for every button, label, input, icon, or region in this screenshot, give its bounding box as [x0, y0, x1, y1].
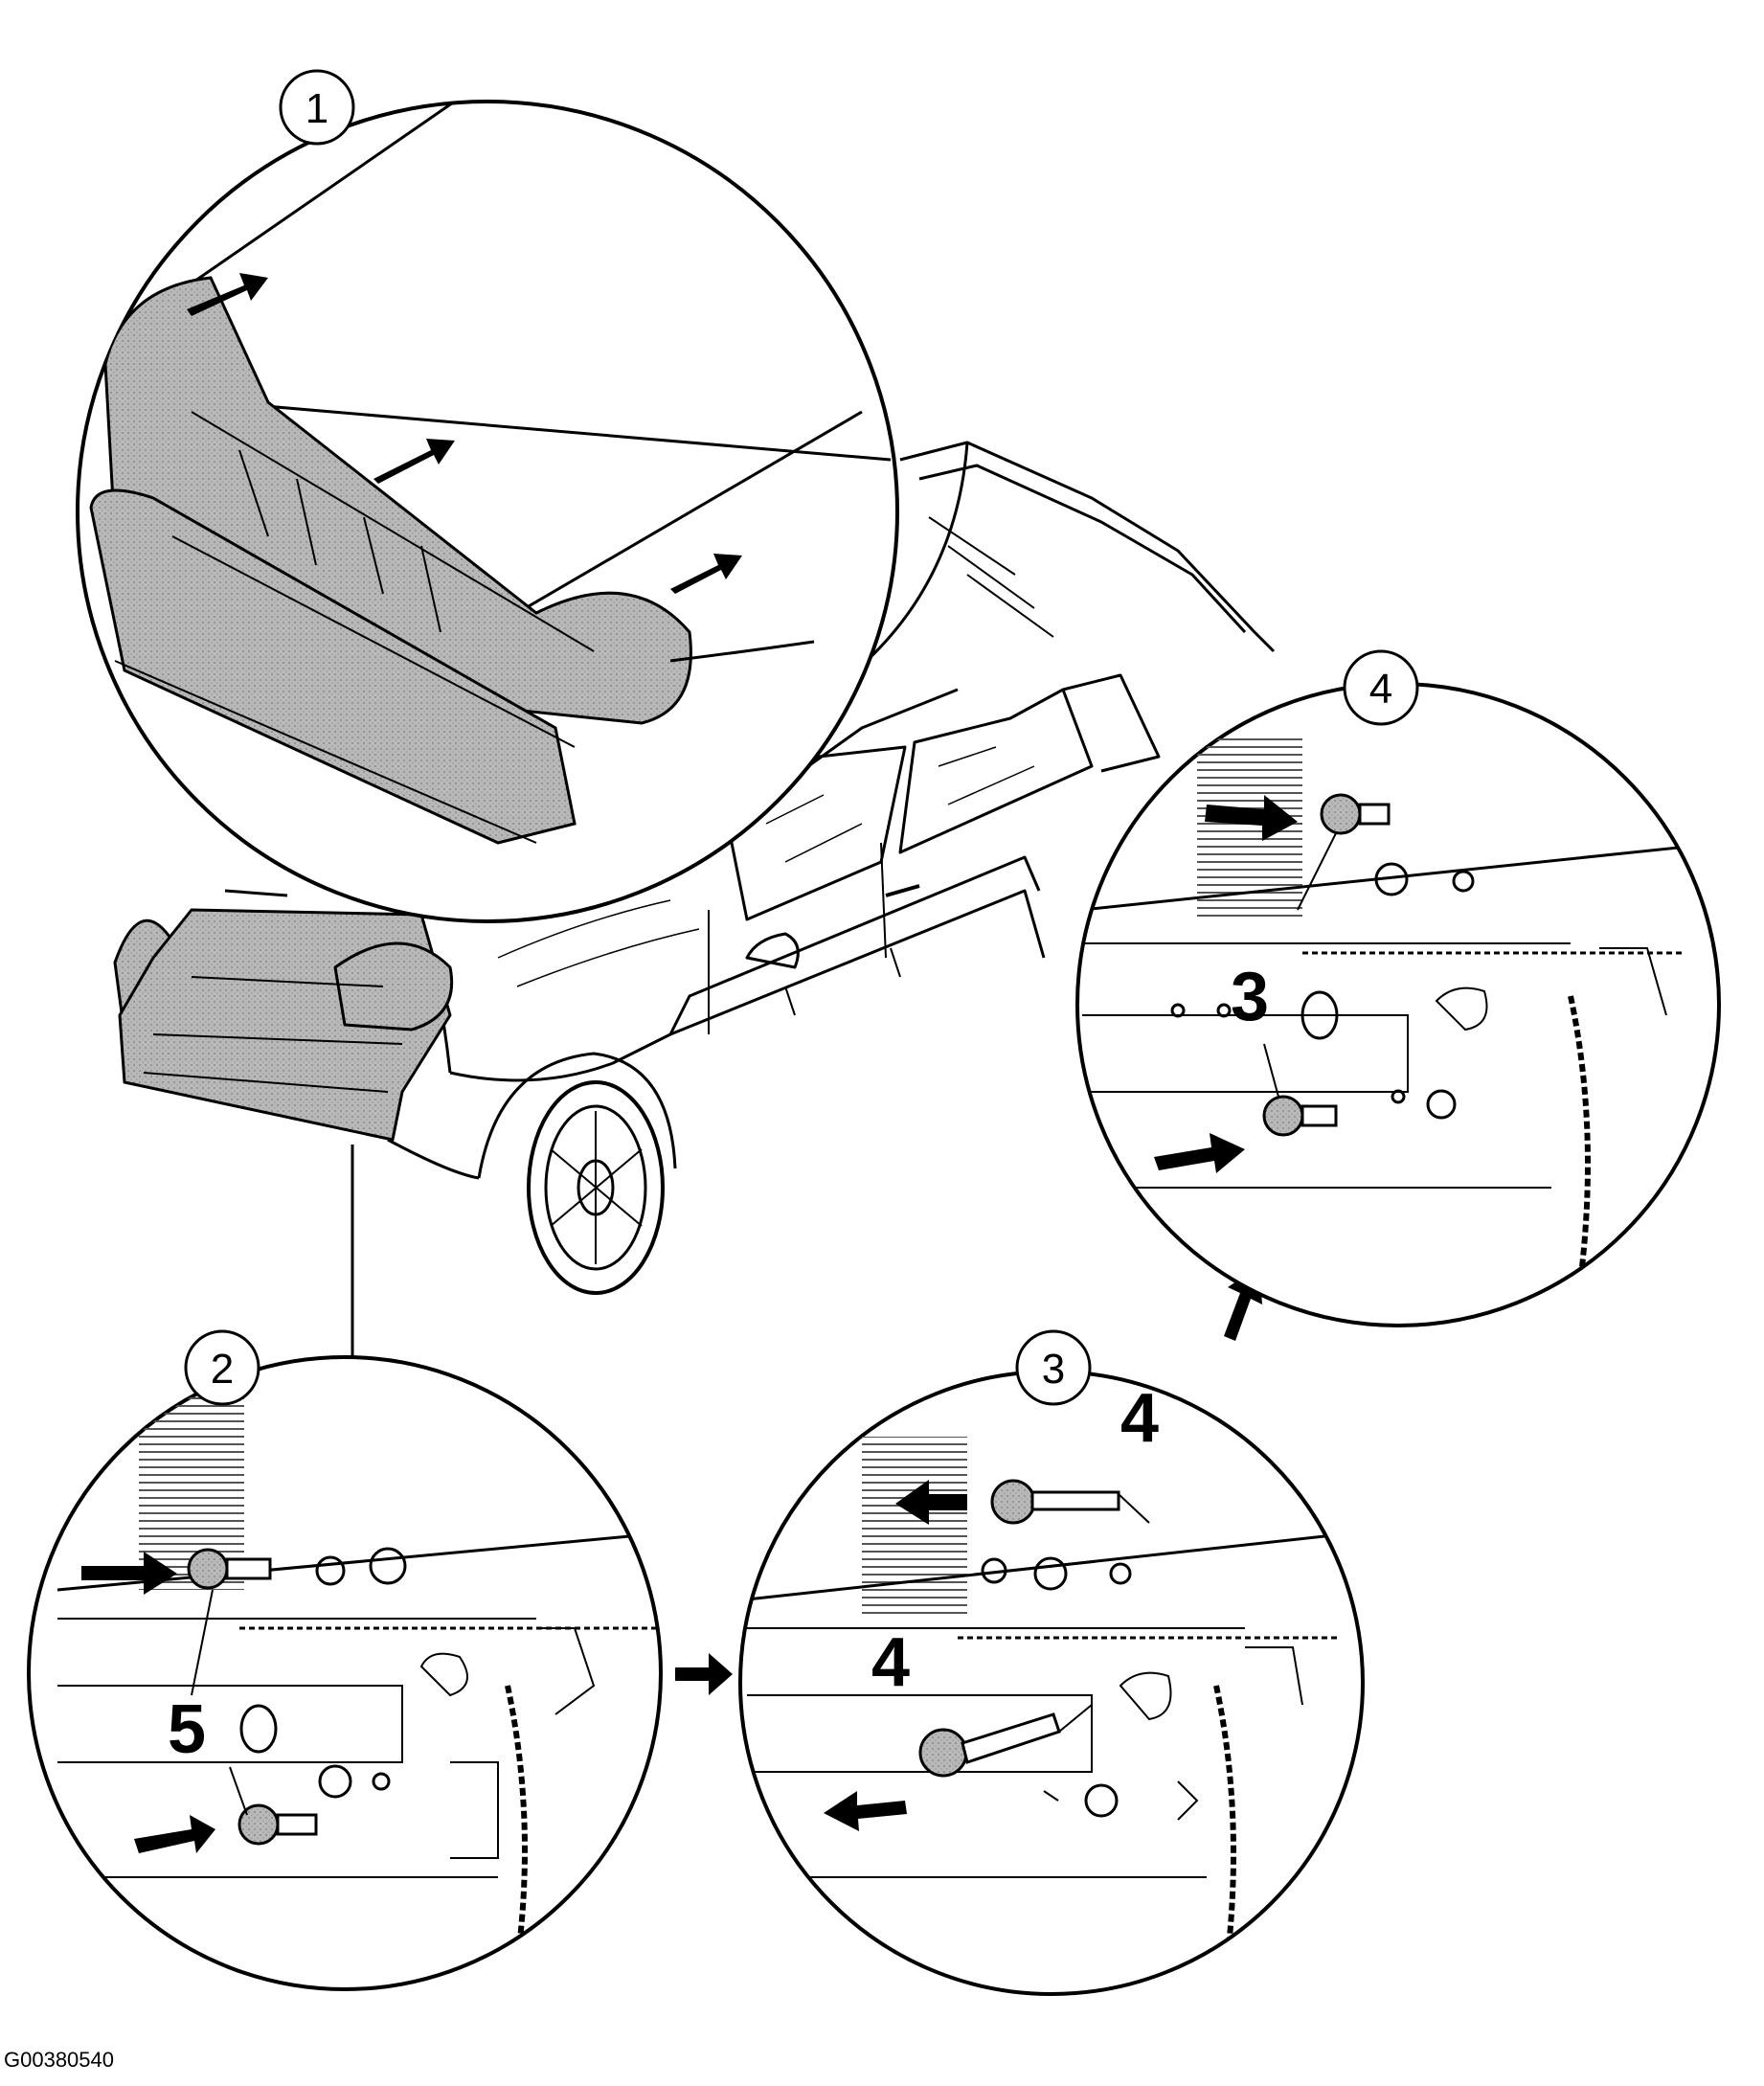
bolts-4 [918, 1479, 1120, 1778]
callout-label-4-lower: 4 [871, 1624, 910, 1701]
front-bumper-on-vehicle [113, 908, 454, 1142]
flow-arrow-2-to-3 [675, 1653, 733, 1695]
bolts-3 [1262, 793, 1391, 1137]
insertion-arrows-2 [81, 1552, 215, 1853]
detail-circle-3: 4 4 3 [738, 1329, 1365, 1996]
step-number-2: 2 [211, 1346, 234, 1393]
removal-arrows [187, 273, 742, 594]
bolts-5 [187, 1548, 318, 1846]
step-number-3: 3 [1042, 1346, 1065, 1393]
step-number-1: 1 [305, 85, 328, 132]
removal-arrows-3 [824, 1480, 967, 1831]
insertion-arrows-4 [1154, 795, 1298, 1173]
callout-label-5: 5 [168, 1691, 206, 1768]
detail-circle-4: 3 4 [1075, 649, 1721, 1327]
callout-label-4-upper: 4 [1120, 1380, 1159, 1457]
detail-circle-2: 5 2 [27, 1329, 663, 1991]
callout-label-3: 3 [1231, 959, 1269, 1035]
leader-line-detail-2 [284, 1145, 354, 1367]
step-number-4: 4 [1369, 666, 1392, 713]
detail-circle-1: 1 [76, 69, 899, 923]
figure-id: G00380540 [4, 2048, 114, 2072]
